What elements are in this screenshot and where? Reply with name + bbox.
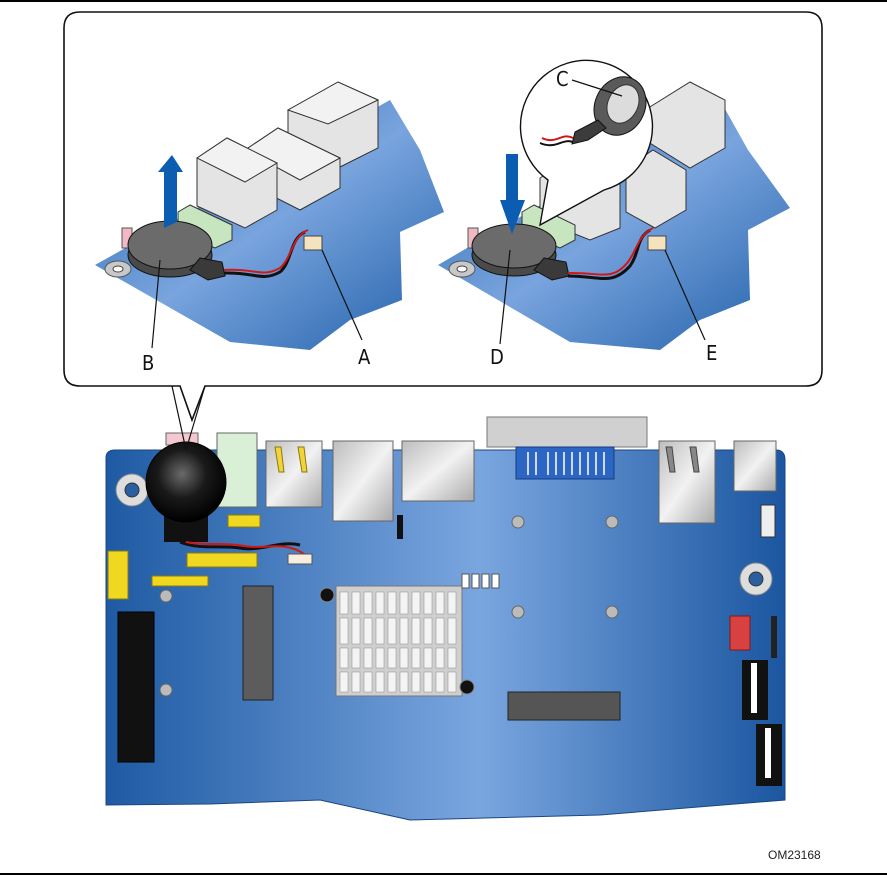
label-B: B: [142, 351, 154, 375]
battery-header-A: [303, 235, 323, 251]
callout-pointer: [171, 385, 187, 451]
dc-power-jack: [733, 440, 777, 492]
mounting-holes: [115, 473, 773, 697]
hdmi-port: [401, 440, 475, 502]
label-A: A: [358, 345, 371, 369]
pcie-slot: [117, 611, 155, 763]
io-connector-blocks-left: [196, 81, 380, 229]
mini-pcie-slot-horizontal: [507, 691, 621, 721]
arrow-down-icon: [500, 154, 525, 234]
fan-header: [729, 615, 751, 651]
battery-header: [287, 553, 313, 565]
cpu-heatsink: [319, 585, 475, 697]
vga-port: [486, 416, 648, 448]
leader-C: [571, 79, 623, 97]
power-led-header: [760, 504, 776, 538]
mini-pcie-slot-vertical: [242, 585, 274, 701]
leader-A: [321, 249, 363, 341]
jumper-block: [461, 573, 500, 589]
front-panel-headers: [107, 514, 261, 600]
installation-panel: C D E: [438, 59, 790, 369]
top-rule: [0, 0, 887, 2]
battery-header-E: [647, 235, 667, 251]
leader-B: [151, 259, 161, 349]
lan-port: [332, 440, 394, 522]
battery-lifted: [121, 220, 226, 281]
board-section-left: [95, 100, 444, 350]
figure-id: OM23168: [768, 848, 821, 862]
bottom-rule: [0, 873, 887, 875]
label-E: E: [706, 341, 717, 365]
leader-D: [499, 249, 511, 345]
back-panel-connectors: [165, 416, 777, 524]
usb-port-1: [265, 440, 323, 508]
removal-panel: B A: [95, 81, 444, 375]
arrow-up-icon: [158, 155, 183, 228]
battery-installed: [467, 223, 570, 281]
cmos-battery: [145, 441, 227, 542]
motherboard-top-view: [105, 385, 786, 821]
leader-E: [664, 249, 706, 341]
label-D: D: [490, 345, 504, 369]
label-C: C: [556, 67, 569, 91]
